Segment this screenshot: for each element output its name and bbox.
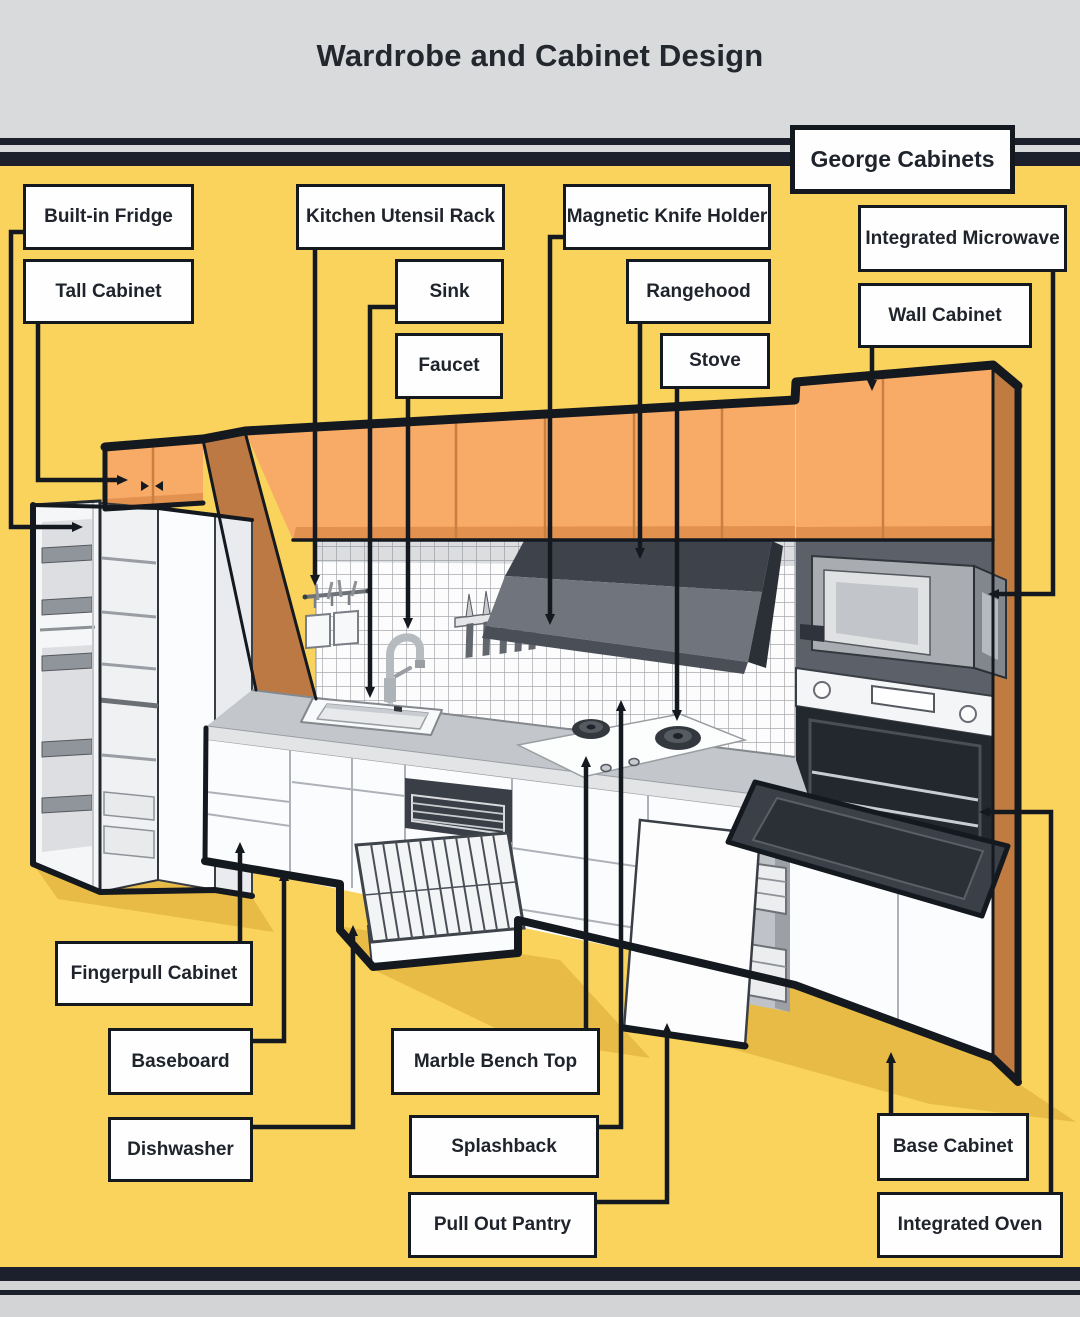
stove <box>515 713 748 778</box>
label-rangehood: Rangehood <box>626 259 771 324</box>
label-sink: Sink <box>395 259 504 324</box>
footer-stripe <box>0 1290 1080 1295</box>
connector-integrated-oven <box>979 807 1054 1211</box>
label-stove: Stove <box>660 333 770 389</box>
divider-stripe <box>0 145 1080 152</box>
label-baseboard: Baseboard <box>108 1028 253 1095</box>
sink <box>300 697 443 736</box>
header: Wardrobe and Cabinet Design <box>0 0 1080 138</box>
label-dishwasher: Dishwasher <box>108 1117 253 1182</box>
connector-tall-cabinet <box>35 307 128 485</box>
label-splashback: Splashback <box>409 1115 599 1178</box>
label-wall-cabinet: Wall Cabinet <box>858 283 1032 348</box>
label-kitchen-utensil-rack: Kitchen Utensil Rack <box>296 184 505 250</box>
brand-badge: George Cabinets <box>790 125 1015 194</box>
burner <box>572 719 610 739</box>
label-tall-cabinet: Tall Cabinet <box>23 259 194 324</box>
label-built-in-fridge: Built-in Fridge <box>23 184 194 250</box>
rangehood <box>482 541 783 674</box>
connector-integrated-microwave <box>988 253 1056 599</box>
label-pull-out-pantry: Pull Out Pantry <box>408 1192 597 1258</box>
end-panel <box>993 365 1018 1082</box>
tall-side-panel <box>203 432 316 699</box>
label-faucet: Faucet <box>395 333 503 399</box>
oven-open-door <box>725 779 1011 919</box>
oven-control-panel <box>795 666 994 739</box>
burner <box>655 726 701 750</box>
wall-cabinets <box>105 365 1018 1082</box>
page-title: Wardrobe and Cabinet Design <box>316 38 764 73</box>
label-magnetic-knife-holder: Magnetic Knife Holder <box>563 184 771 250</box>
label-marble-bench-top: Marble Bench Top <box>391 1028 600 1095</box>
connector-dishwasher <box>236 925 358 1130</box>
structure-outlines <box>30 360 1023 1086</box>
label-fingerpull-cabinet: Fingerpull Cabinet <box>55 941 253 1006</box>
cabinet-handle-icon <box>155 481 163 491</box>
label-base-cabinet: Base Cabinet <box>877 1113 1029 1181</box>
lower-basket <box>354 831 526 944</box>
label-integrated-microwave: Integrated Microwave <box>858 205 1067 272</box>
footer-stripe <box>0 1295 1080 1317</box>
cabinet-handle-icon <box>141 481 149 491</box>
connector-pull-out-pantry <box>582 1023 672 1205</box>
footer-stripe <box>0 1281 1080 1290</box>
label-integrated-oven: Integrated Oven <box>877 1192 1063 1258</box>
dishwasher <box>354 778 526 968</box>
pantry-door <box>622 818 762 1048</box>
faucet <box>384 633 425 704</box>
pull-out-pantry <box>622 818 790 1048</box>
divider-stripe <box>0 138 1080 145</box>
footer-stripe <box>0 1267 1080 1281</box>
